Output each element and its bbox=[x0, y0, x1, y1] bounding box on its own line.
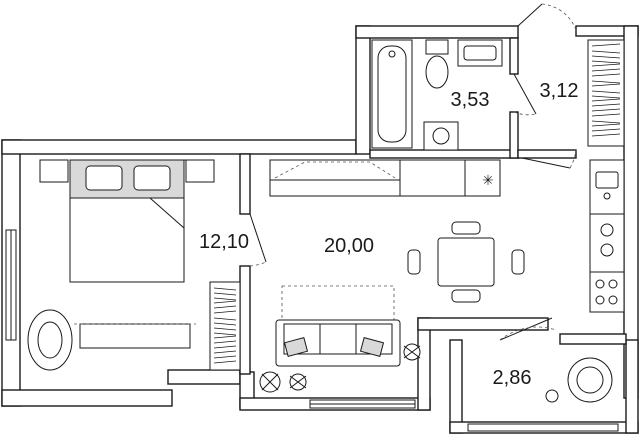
room-area-living-kitchen: 20,00 bbox=[324, 235, 374, 257]
room-area-bathroom: 3,53 bbox=[451, 89, 490, 111]
sofa-icon bbox=[276, 286, 400, 366]
room-area-bedroom: 12,10 bbox=[199, 231, 249, 253]
dining-table-icon bbox=[408, 222, 524, 302]
armchair-icon bbox=[546, 358, 612, 402]
bed-icon bbox=[40, 160, 214, 282]
bathtub-icon bbox=[372, 40, 412, 148]
wardrobe-icon bbox=[588, 40, 624, 146]
washing-machine-icon bbox=[424, 122, 458, 150]
sink-icon bbox=[458, 40, 502, 66]
rug-icon bbox=[28, 310, 72, 370]
kitchen-counter: ✳ bbox=[270, 160, 500, 196]
wardrobe-icon bbox=[210, 282, 240, 370]
door-icon bbox=[514, 74, 536, 115]
room-area-hall: 3,12 bbox=[540, 80, 579, 102]
toilet-icon bbox=[426, 40, 448, 88]
sink-icon bbox=[590, 160, 624, 214]
svg-text:✳: ✳ bbox=[482, 173, 494, 189]
stove-icon bbox=[590, 272, 624, 312]
tv-stand-icon bbox=[74, 324, 196, 348]
door-icon bbox=[250, 214, 266, 266]
room-area-balcony: 2,86 bbox=[493, 367, 532, 389]
oven-icon bbox=[590, 214, 624, 272]
